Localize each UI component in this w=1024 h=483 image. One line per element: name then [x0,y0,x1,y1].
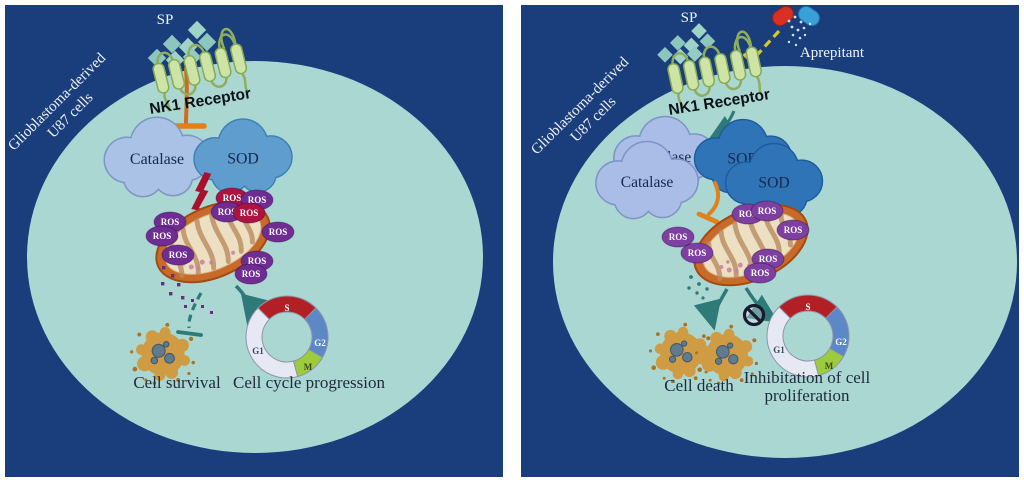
ros-molecule [743,262,777,284]
ros-molecule [680,242,714,264]
inhibition-label-line1: Inhibitation of cell [744,368,871,387]
ros-molecule [145,225,179,247]
sp-label: SP [681,10,698,26]
catalase-label: Catalase [130,151,184,168]
ros-molecule [234,263,268,285]
aprepitant-inhibition-dashed-line [755,29,781,57]
antioxidant-inhibition-tbar [696,211,720,225]
aprepitant-label: Aprepitant [800,45,865,61]
leaking-particles [687,275,709,300]
inhibition-label-line2: proliferation [765,386,850,405]
sod-cloud: SOD [193,118,293,194]
catalase-cloud: Catalase [103,116,211,198]
apoptosis-inhibition-tbar [176,330,203,337]
sod-cloud-2: SOD [724,142,824,218]
catalase-label-2: Catalase [621,174,674,191]
panel-untreated: Glioblastoma-derived U87 cells SP NK1 Re… [5,5,503,477]
capsule-granules [787,15,812,47]
antioxidant-inhibition-line [707,181,721,216]
cell-survival-label: Cell survival [133,373,221,392]
ros-molecule [261,221,295,243]
ros-molecule [161,244,195,266]
sod-label-2: SOD [758,174,789,191]
arrow-to-cell-death [693,288,729,331]
capsule-half-blue [798,5,820,27]
sp-label: SP [157,12,174,28]
cell-cycle-progression-label: Cell cycle progression [233,373,386,392]
ros-molecule [232,202,266,224]
no-proliferation-icon [742,303,766,327]
catalase-cloud-2: Catalase [595,140,699,220]
arrow-receptor-to-antioxidants [708,110,737,139]
sod-label: SOD [227,151,259,168]
panel-aprepitant: Glioblastoma-derived U87 cells SP Aprepi… [521,5,1019,477]
apoptosis-blocked-dashed-line [187,292,203,329]
aprepitant-capsule-icon [772,5,820,47]
ros-molecule [750,200,784,222]
arrow-to-cell-cycle [234,284,269,326]
cell-death-label: Cell death [664,376,734,395]
ros-molecule [776,219,810,241]
receptor-signal-line [184,67,189,126]
leaking-particles [161,266,213,314]
